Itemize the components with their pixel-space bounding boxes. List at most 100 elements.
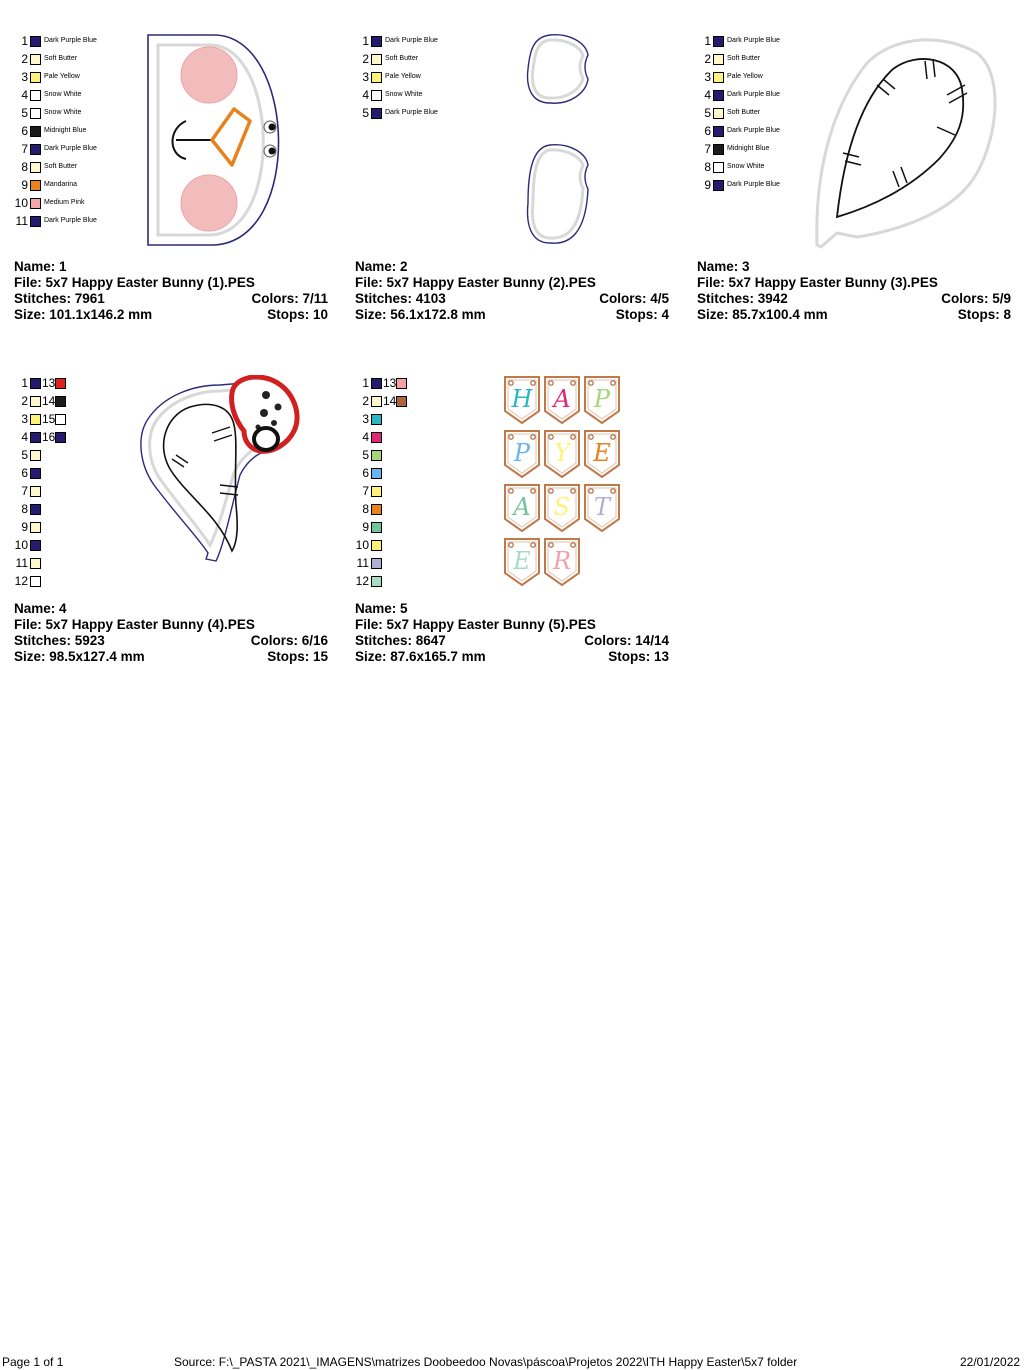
banner-pennant: A [504,484,540,533]
color-name: Soft Butter [44,55,78,62]
color-row: 7 [14,483,41,499]
design-file: File: 5x7 Happy Easter Bunny (5).PES [355,617,596,632]
color-name: Dark Purple Blue [44,37,97,44]
color-number: 1 [704,34,711,48]
design-stops: Stops: 15 [267,649,328,664]
color-swatch [30,521,41,533]
color-swatch [30,377,41,389]
color-number: 6 [21,466,28,480]
color-number: 8 [362,502,369,516]
color-number: 3 [362,70,369,84]
color-name: Dark Purple Blue [727,37,780,44]
color-swatch [371,503,382,515]
banner-letter: Y [554,439,572,467]
banner-letter: A [551,385,570,413]
color-number: 15 [42,412,56,426]
color-swatch [30,125,41,137]
design-stops: Stops: 10 [267,307,328,322]
design-name: Name: 3 [697,259,750,274]
design-file: File: 5x7 Happy Easter Bunny (3).PES [697,275,938,290]
color-swatch [371,449,382,461]
color-name: Dark Purple Blue [385,109,438,116]
color-number: 1 [21,34,28,48]
color-name: Pale Yellow [385,73,421,80]
design-stitches: Stitches: 7961 [14,291,105,306]
banner-pennant: Y [544,430,580,479]
banner-pennant: P [504,430,540,479]
color-row: 11 [355,555,382,571]
banner-pennant: E [584,430,620,479]
color-number: 9 [704,178,711,192]
color-swatch [30,143,41,155]
design-name: Name: 2 [355,259,408,274]
color-swatch [713,161,724,173]
banner-letter: S [554,493,570,521]
color-swatch [713,143,724,155]
color-swatch [371,557,382,569]
design-info: Name: 3 File: 5x7 Happy Easter Bunny (3)… [697,259,1011,323]
design-colors-count: Colors: 4/5 [599,291,669,306]
color-name: Soft Butter [727,55,761,62]
color-row: 3 [355,411,382,427]
color-swatch [30,431,41,443]
design-info: Name: 1 File: 5x7 Happy Easter Bunny (1)… [14,259,328,323]
color-swatch [713,35,724,47]
color-number: 7 [21,484,28,498]
color-number: 6 [21,124,28,138]
color-number: 5 [21,448,28,462]
color-name: Dark Purple Blue [385,37,438,44]
color-row: 11 [14,555,41,571]
color-swatch [30,53,41,65]
color-swatch [55,413,67,425]
color-number: 8 [704,160,711,174]
design-info: Name: 5 File: 5x7 Happy Easter Bunny (5)… [355,601,669,665]
color-number: 16 [42,430,56,444]
color-swatch [371,377,382,389]
color-number: 2 [21,52,28,66]
color-name: Mandarina [44,181,78,188]
color-swatch [713,89,724,101]
color-swatch [713,71,724,83]
design-thumbnail [526,34,589,244]
design-thumbnail [815,38,997,249]
color-name: Midnight Blue [44,127,87,134]
color-swatch [371,89,382,101]
color-number: 1 [362,34,369,48]
color-row: 6 [355,465,382,481]
color-swatch [30,575,41,587]
color-name: Pale Yellow [727,73,763,80]
color-name: Pale Yellow [44,73,80,80]
color-swatch [30,197,41,209]
color-number: 9 [21,520,28,534]
banner-letter: A [511,493,530,521]
color-swatch [713,179,724,191]
color-row: 12 [355,573,382,589]
design-colors-count: Colors: 14/14 [584,633,669,648]
color-number: 4 [21,88,28,102]
color-number: 2 [362,52,369,66]
design-colors-count: Colors: 6/16 [250,633,328,648]
color-number: 4 [362,88,369,102]
color-name: Dark Purple Blue [727,91,780,98]
banner-pennant: H [504,376,540,425]
color-name: Soft Butter [727,109,761,116]
color-swatch [30,179,41,191]
color-row: 6 Midnight Blue [14,123,86,139]
color-swatch [371,35,382,47]
